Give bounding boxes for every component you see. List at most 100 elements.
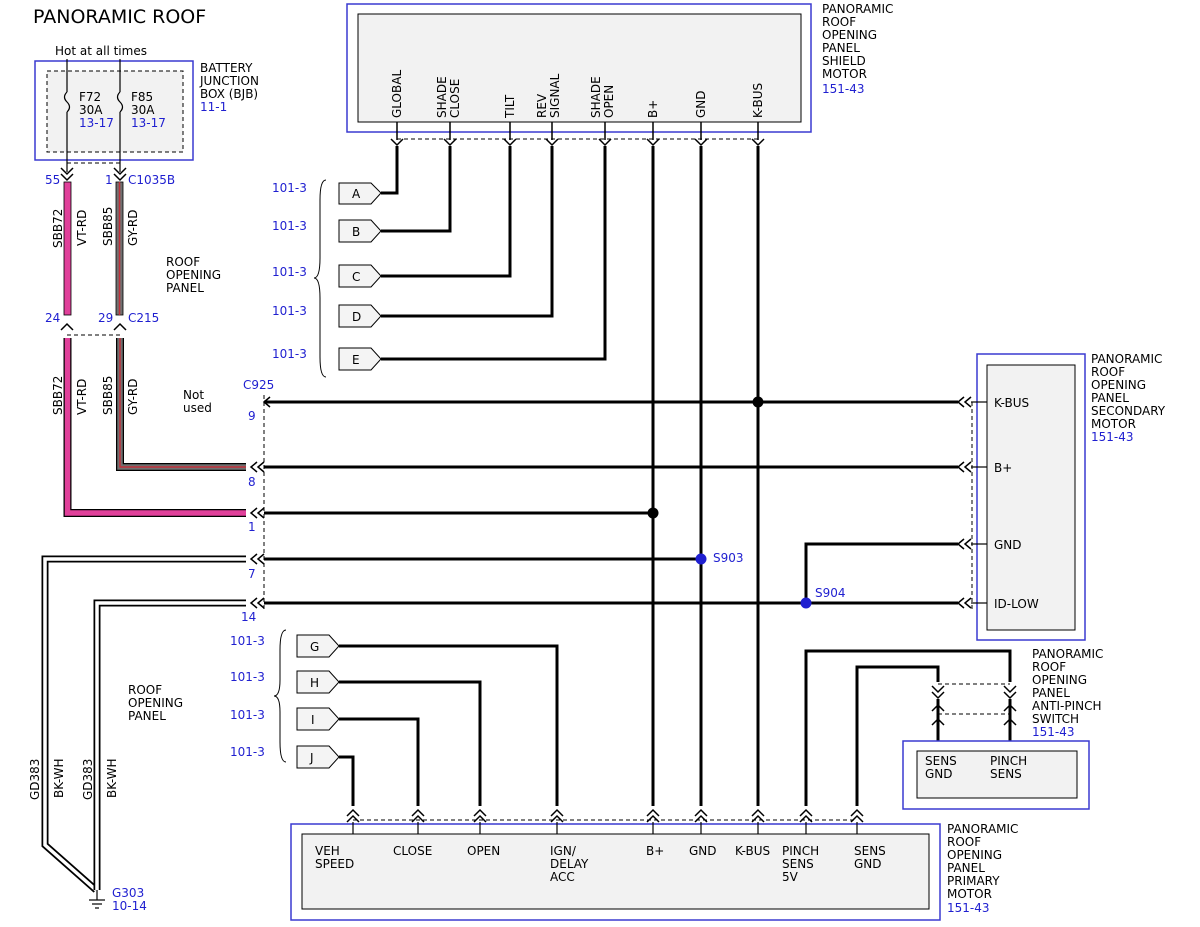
tag-g-ref: 101-3 (230, 634, 265, 648)
shield-pin-bplus: B+ (646, 100, 660, 118)
tag-i-letter: I (311, 713, 315, 727)
wire-global (381, 146, 399, 195)
shield-ref: 151-43 (822, 82, 865, 96)
wire-rev-signal (381, 146, 554, 318)
tag-b[interactable] (338, 219, 382, 243)
shield-motor-inner (357, 13, 802, 123)
rop-label-2-b: OPENING (128, 696, 183, 710)
tag-d[interactable] (338, 304, 382, 328)
tag-i[interactable] (296, 707, 340, 731)
tag-g[interactable] (296, 634, 340, 658)
wire-vt-rd-lower (64, 338, 246, 516)
secondary-ref: 151-43 (1091, 430, 1134, 444)
wire-vtrd-1: VT-RD (75, 210, 89, 246)
shield-pin-rev-1: REV (535, 93, 549, 118)
wire-gyrd-1: GY-RD (126, 209, 140, 246)
page-title: PANORAMIC ROOF (33, 6, 206, 28)
c215-label: C215 (128, 311, 159, 325)
primary-pin-sens-gnd-2: GND (854, 857, 882, 871)
tag-j[interactable] (296, 745, 340, 769)
wire-vt-rd-upper (63, 181, 72, 316)
tag-c[interactable] (338, 264, 382, 288)
wire-tilt (381, 146, 512, 278)
shield-pin-shade-open-1: SHADE (589, 76, 603, 118)
secondary-pin-kbus: K-BUS (994, 396, 1029, 410)
tag-a-ref: 101-3 (272, 181, 307, 195)
splice-s904 (800, 597, 812, 609)
secondary-pin-bplus: B+ (994, 461, 1012, 475)
secondary-name-4: PANEL (1091, 391, 1129, 405)
secondary-motor-inner (986, 364, 1076, 631)
secondary-pin-idlow: ID-LOW (994, 597, 1039, 611)
primary-name-3: OPENING (947, 848, 1002, 862)
c925-pin-1: 1 (248, 520, 256, 534)
hot-label: Hot at all times (55, 44, 147, 58)
primary-pin-ign-1: IGN/ (550, 844, 577, 858)
anti-pinch-name-1: PANORAMIC (1032, 647, 1103, 661)
c1035b-pin-b: 1 (105, 173, 113, 187)
brace-top (313, 179, 327, 378)
wire-sbb72-2: SBB72 (51, 376, 65, 415)
tag-d-letter: D (352, 310, 361, 324)
shield-pin-rev-2: SIGNAL (548, 73, 562, 118)
ground-icon (89, 890, 105, 909)
rop-label-1-b: OPENING (166, 268, 221, 282)
splice-s903 (695, 553, 707, 565)
shield-name-6: MOTOR (822, 67, 867, 81)
splice-s904-label: S904 (815, 586, 846, 600)
tag-e-letter: E (352, 353, 360, 367)
shield-name-5: SHIELD (822, 54, 866, 68)
primary-pin-veh-speed-2: SPEED (315, 857, 354, 871)
primary-pin-close: CLOSE (393, 844, 432, 858)
bjb-inner (46, 70, 184, 153)
tag-h-letter: H (310, 676, 319, 690)
tag-a[interactable] (338, 182, 382, 205)
bjb-name-3: BOX (BJB) (200, 87, 258, 101)
fuse-f72-ref: 13-17 (79, 116, 114, 130)
shield-pin-gnd: GND (694, 90, 708, 118)
shield-name-4: PANEL (822, 41, 860, 55)
shield-name-1: PANORAMIC (822, 2, 893, 16)
tag-c-ref: 101-3 (272, 265, 307, 279)
fuse-f72-icon (63, 91, 71, 113)
tag-d-ref: 101-3 (272, 304, 307, 318)
tag-e[interactable] (338, 347, 382, 371)
wire-bkwh-1: BK-WH (52, 758, 66, 798)
wire-ign-delay (339, 644, 559, 806)
shield-pin-global: GLOBAL (390, 70, 404, 118)
primary-ref: 151-43 (947, 901, 990, 915)
primary-pin-ign-3: ACC (550, 870, 575, 884)
wire-pinch-sens (804, 649, 1012, 806)
tag-e-ref: 101-3 (272, 347, 307, 361)
wire-gd383-1: GD383 (28, 759, 42, 800)
fuse-f85-icon (116, 91, 124, 113)
primary-pin-pinch-2: SENS (782, 857, 814, 871)
fuse-f72-id: F72 (79, 90, 101, 104)
c925-pin-8: 8 (248, 475, 256, 489)
wire-vtrd-2: VT-RD (75, 379, 89, 415)
c1035b-pin-a: 55 (45, 173, 60, 187)
wire-open (339, 680, 482, 806)
wire-shade-close (381, 146, 452, 233)
c925-label: C925 (243, 378, 274, 392)
secondary-name-6: MOTOR (1091, 417, 1136, 431)
wire-sbb85-1: SBB85 (101, 207, 115, 246)
tag-c-letter: C (352, 270, 360, 284)
shield-pin-shade-close-1: SHADE (435, 76, 449, 118)
primary-pin-gnd: GND (689, 844, 717, 858)
fuse-f85-amps: 30A (131, 103, 155, 117)
tag-g-letter: G (310, 640, 319, 654)
wire-gd383-a (43, 557, 246, 892)
primary-name-1: PANORAMIC (947, 822, 1018, 836)
anti-pinch-pin-pinch-sens-2: SENS (990, 767, 1022, 781)
anti-pinch-name-6: SWITCH (1032, 712, 1079, 726)
not-used-2: used (183, 401, 212, 415)
primary-pin-open: OPEN (467, 844, 500, 858)
wire-shade-open (381, 146, 607, 361)
primary-pin-kbus: K-BUS (735, 844, 770, 858)
c1035b-label: C1035B (128, 173, 175, 187)
tag-h[interactable] (296, 670, 340, 694)
splice-kbus (752, 396, 764, 408)
shield-pin-kbus: K-BUS (751, 83, 765, 118)
